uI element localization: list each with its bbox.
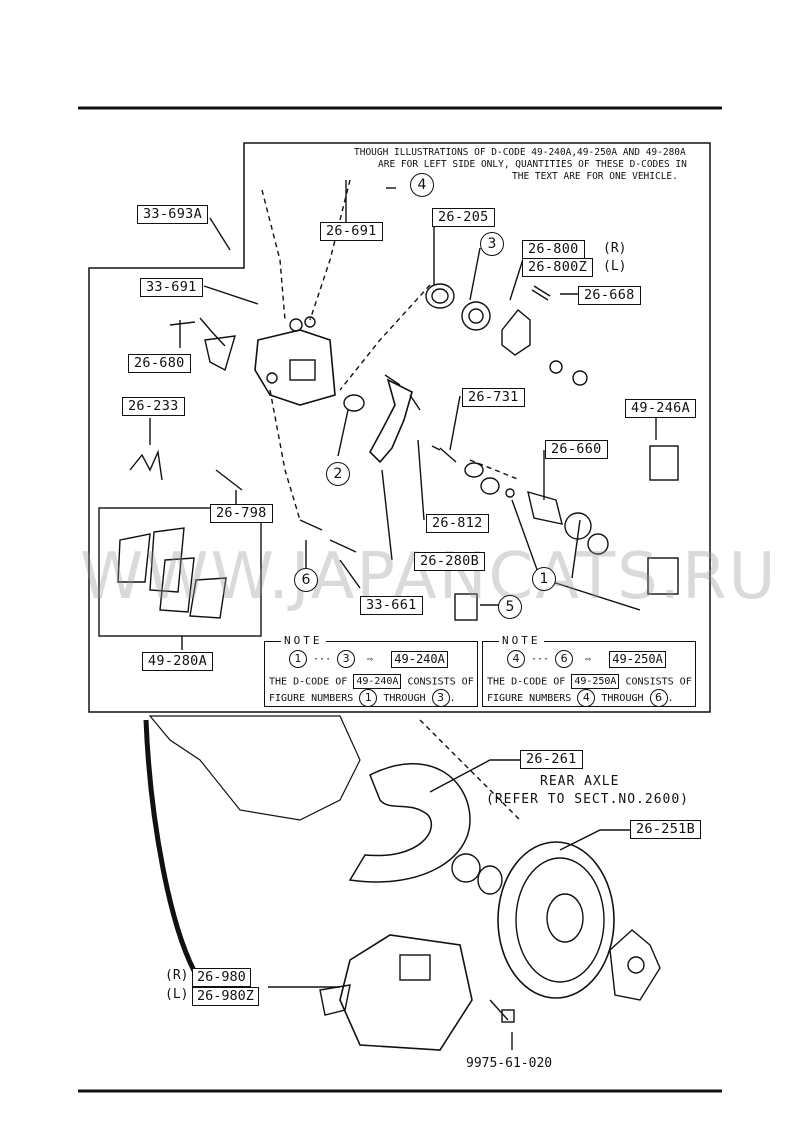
side-label-left-lower: (L)	[165, 987, 189, 1002]
note-right-text-1b: CONSISTS OF	[625, 676, 692, 688]
note-right-dots: ···	[531, 654, 550, 665]
part-label-33-691: 33-691	[140, 278, 203, 297]
part-label-bolt: 9975-61-020	[466, 1056, 553, 1071]
header-note-line-1: THOUGH ILLUSTRATIONS OF D-CODE 49-240A,4…	[354, 147, 686, 158]
note-left-from: 1	[289, 650, 307, 668]
part-label-33-693A: 33-693A	[137, 205, 208, 224]
note-right-text-2a: FIGURE NUMBERS	[487, 693, 572, 704]
part-label-26-280B: 26-280B	[414, 552, 485, 571]
note-title-right: NOTE	[499, 634, 544, 647]
note-left-to-inline: 3	[431, 689, 450, 707]
part-label-26-798: 26-798	[210, 504, 273, 523]
part-label-26-980: 26-980	[192, 968, 251, 987]
figure-number-1: 1	[532, 567, 556, 591]
note-left-text-2b: THROUGH	[383, 693, 426, 704]
figure-number-6: 6	[294, 568, 318, 592]
side-label-right-lower: (R)	[165, 968, 189, 983]
part-label-26-812: 26-812	[426, 514, 489, 533]
part-label-26-251B: 26-251B	[630, 820, 701, 839]
part-label-26-660: 26-660	[545, 440, 608, 459]
note-left-text-1b: CONSISTS OF	[407, 676, 474, 688]
part-label-49-280A: 49-280A	[142, 652, 213, 671]
note-right-text-1a: THE D-CODE OF	[487, 676, 566, 688]
note-left-to: 3	[337, 650, 356, 668]
part-label-26-800Z: 26-800Z	[522, 258, 593, 277]
header-note-line-2: ARE FOR LEFT SIDE ONLY, QUANTITIES OF TH…	[378, 159, 687, 170]
part-label-26-205: 26-205	[432, 208, 495, 227]
pad-kit-box	[98, 507, 262, 637]
note-box-right: NOTE 4 ··· 6 ⇨ 49-250A THE D-CODE OF 49-…	[482, 634, 696, 707]
part-label-26-980Z: 26-980Z	[192, 987, 259, 1006]
rear-axle-reference: (REFER TO SECT.NO.2600)	[486, 792, 690, 807]
note-right-to: 6	[555, 650, 574, 668]
note-right-from: 4	[507, 650, 525, 668]
note-title-left: NOTE	[281, 634, 326, 647]
part-label-26-233: 26-233	[122, 397, 185, 416]
note-left-code-inline: 49-240A	[353, 674, 402, 689]
note-right-row-1: 4 ··· 6 ⇨ 49-250A	[507, 650, 666, 668]
note-left-row-3: FIGURE NUMBERS 1 THROUGH 3.	[269, 689, 456, 707]
note-right-text-2b: THROUGH	[601, 693, 644, 704]
arrow-icon: ⇨	[361, 654, 386, 665]
part-label-26-691: 26-691	[320, 222, 383, 241]
side-label-left: (L)	[603, 259, 627, 274]
note-left-dots: ···	[313, 654, 332, 665]
header-note-line-3: THE TEXT ARE FOR ONE VEHICLE.	[512, 171, 678, 182]
part-label-33-661: 33-661	[360, 596, 423, 615]
note-right-from-inline: 4	[577, 689, 596, 707]
note-box-left: NOTE 1 ··· 3 ⇨ 49-240A THE D-CODE OF 49-…	[264, 634, 478, 707]
note-left-text-1a: THE D-CODE OF	[269, 676, 348, 688]
note-left-row-2: THE D-CODE OF 49-240A CONSISTS OF	[269, 674, 474, 689]
note-right-code: 49-250A	[609, 650, 666, 668]
part-label-26-261: 26-261	[520, 750, 583, 769]
figure-number-3: 3	[480, 232, 504, 256]
figure-number-4: 4	[410, 173, 434, 197]
side-label-right: (R)	[603, 241, 627, 256]
part-label-26-668: 26-668	[578, 286, 641, 305]
note-right-to-inline: 6	[649, 689, 668, 707]
part-label-26-800: 26-800	[522, 240, 585, 259]
rear-axle-title: REAR AXLE	[540, 774, 620, 789]
note-left-from-inline: 1	[359, 689, 378, 707]
note-left-row-1: 1 ··· 3 ⇨ 49-240A	[289, 650, 448, 668]
figure-number-2: 2	[326, 462, 350, 486]
note-right-row-2: THE D-CODE OF 49-250A CONSISTS OF	[487, 674, 692, 689]
note-right-code-inline: 49-250A	[571, 674, 620, 689]
part-label-26-731: 26-731	[462, 388, 525, 407]
part-label-49-246A: 49-246A	[625, 399, 696, 418]
figure-number-5: 5	[498, 595, 522, 619]
part-label-26-680: 26-680	[128, 354, 191, 373]
arrow-icon: ⇨	[579, 654, 604, 665]
note-left-text-2a: FIGURE NUMBERS	[269, 693, 354, 704]
main-frame	[88, 142, 711, 713]
note-right-row-3: FIGURE NUMBERS 4 THROUGH 6.	[487, 689, 674, 707]
note-left-code: 49-240A	[391, 650, 448, 668]
